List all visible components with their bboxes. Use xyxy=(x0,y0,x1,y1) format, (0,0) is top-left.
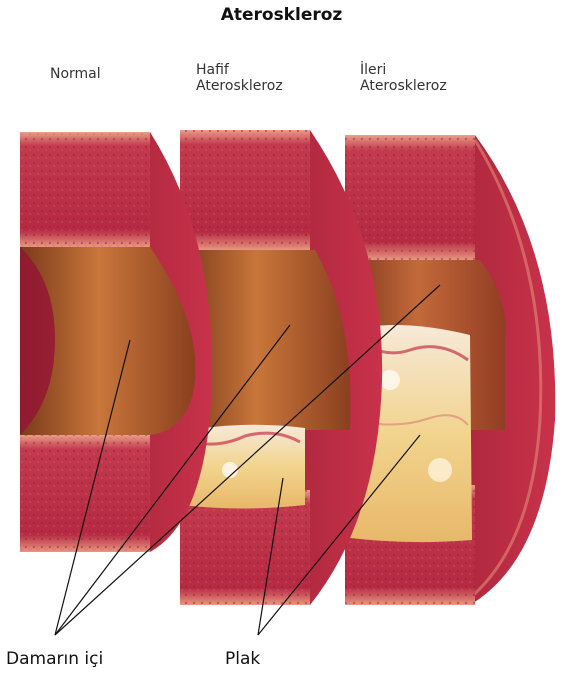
stage-mild-line1: Hafif xyxy=(196,62,283,78)
stage-advanced-line2: Ateroskleroz xyxy=(360,78,447,94)
page-title: Ateroskleroz xyxy=(0,6,563,26)
callout-label-plaque: Plak xyxy=(225,650,260,670)
stage-mild-line2: Ateroskleroz xyxy=(196,78,283,94)
stage-label-advanced: İleri Ateroskleroz xyxy=(360,62,447,94)
stage-advanced-line1: İleri xyxy=(360,62,447,78)
callout-label-lumen: Damarın içi xyxy=(6,650,103,670)
stage-label-mild: Hafif Ateroskleroz xyxy=(196,62,283,94)
stage-normal-text: Normal xyxy=(50,66,101,82)
stage-label-normal: Normal xyxy=(50,66,101,82)
